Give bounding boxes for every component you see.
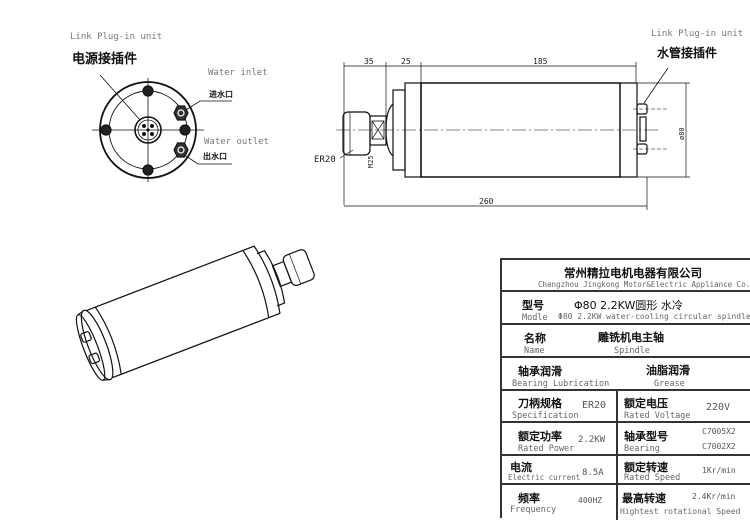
power-cn: 额定功率 (518, 430, 562, 443)
diameter-label: ø80 (678, 127, 686, 140)
frequency-row: 频率 Frequency 400HZ 最高转速 Hightest rotatio… (502, 485, 750, 520)
collet-label: ER20 (314, 155, 336, 165)
side-view (336, 62, 690, 210)
company-row: 常州精拉电机电器有限公司 Changzhou Jingkong Motor&El… (502, 260, 750, 292)
voltage-value: 220V (706, 402, 731, 413)
isometric-view (75, 245, 315, 381)
bearing-cn: 轴承型号 (624, 430, 668, 443)
freq-value: 400HZ (578, 496, 603, 505)
model-cn: 型号 (522, 299, 544, 312)
name-en: Name (524, 346, 545, 356)
lub-en: Bearing Lubrication (512, 379, 610, 389)
end-view (92, 74, 232, 182)
spec-en: Specification (512, 411, 579, 421)
model-value-en: Φ80 2.2KW water-cooling circular spindle (558, 312, 750, 321)
model-value-cn: Φ80 2.2KW圆形 水冷 (574, 299, 683, 312)
name-cn: 名称 (524, 332, 546, 345)
speed-value: 1Kr/min (702, 466, 736, 475)
company-en: Changzhou Jingkong Motor&Electric Applia… (538, 280, 750, 289)
dim-185: 185 (533, 57, 548, 66)
power-row: 额定功率 Rated Power 2.2KW 轴承型号 Bearing C700… (502, 423, 750, 456)
bearing-value-1: C7005X2 (702, 427, 736, 436)
lub-cn: 轴承润滑 (518, 365, 562, 378)
bearing-en: Bearing (624, 444, 660, 454)
lub-value-cn: 油脂润滑 (646, 364, 690, 377)
water-outlet-label: Water outlet (204, 137, 269, 147)
max-speed-en: Hightest rotational Speed (620, 507, 741, 516)
water-inlet-label: Water inlet (208, 68, 268, 78)
name-row: 名称 Name 雕铣机电主轴 Spindle (502, 325, 750, 358)
lubrication-row: 轴承润滑 Bearing Lubrication 油脂润滑 Grease (502, 358, 750, 391)
current-cn: 电流 (510, 461, 532, 474)
water-outlet-cn-label: 出水口 (203, 151, 227, 161)
power-en: Rated Power (518, 444, 575, 454)
current-value: 8.5A (582, 468, 604, 478)
divider (616, 423, 618, 454)
voltage-en: Rated Voltage (624, 411, 691, 421)
dim-35: 35 (364, 57, 374, 66)
freq-en: Frequency (510, 505, 557, 515)
spec-value: ER20 (582, 400, 607, 411)
thread-label: M25 (367, 155, 375, 168)
voltage-cn: 额定电压 (624, 397, 668, 410)
max-speed-value: 2.4Kr/min (692, 492, 736, 501)
power-connector-label: 电源接插件 (72, 51, 137, 67)
dim-25: 25 (401, 57, 411, 66)
current-row: 电流 Electric current 8.5A 额定转速 Rated Spee… (502, 456, 750, 485)
dim-260: 260 (479, 197, 494, 206)
spec-cn: 刀柄规格 (518, 397, 562, 410)
lub-value-en: Grease (654, 379, 685, 389)
company-cn: 常州精拉电机电器有限公司 (564, 266, 702, 280)
divider (616, 456, 618, 483)
speed-en: Rated Speed (624, 473, 681, 483)
divider (616, 485, 618, 520)
name-value-en: Spindle (614, 346, 650, 356)
divider (616, 391, 618, 421)
end-link-label: Link Plug-in unit (70, 32, 162, 42)
bearing-value-2: C7002X2 (702, 442, 736, 451)
water-connector-label: 水管接插件 (657, 45, 717, 60)
water-inlet-cn-label: 进水口 (209, 89, 233, 99)
max-speed-cn: 最高转速 (622, 492, 666, 505)
model-en: Modle (522, 313, 548, 323)
freq-cn: 频率 (518, 492, 540, 505)
current-en: Electric current (508, 473, 581, 482)
model-row: 型号 Modle Φ80 2.2KW圆形 水冷 Φ80 2.2KW water-… (502, 292, 750, 325)
spec-row: 刀柄规格 Specification ER20 额定电压 Rated Volta… (502, 391, 750, 423)
side-link-label: Link Plug-in unit (651, 29, 743, 39)
power-value: 2.2KW (578, 435, 606, 445)
speed-cn: 额定转速 (624, 461, 668, 474)
spec-table: 常州精拉电机电器有限公司 Changzhou Jingkong Motor&El… (500, 258, 750, 520)
name-value-cn: 雕铣机电主轴 (598, 331, 664, 344)
